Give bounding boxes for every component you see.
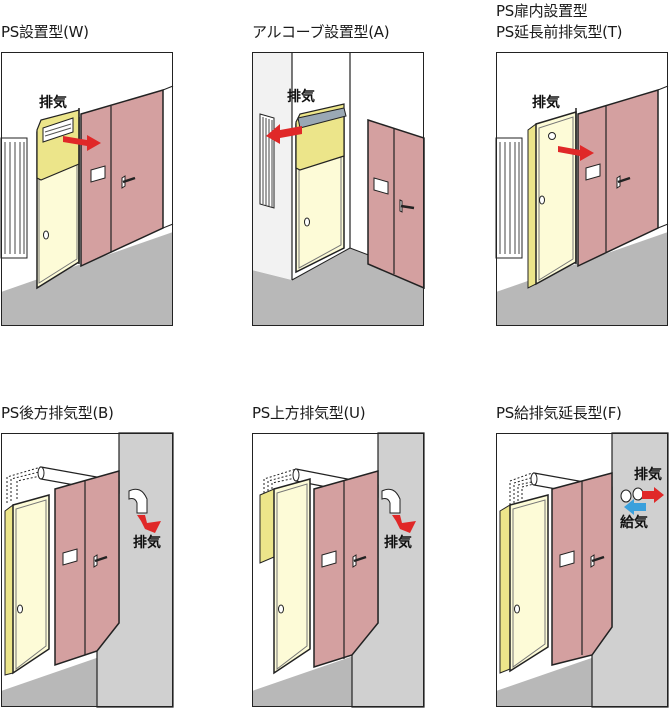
exhaust-arrow	[558, 145, 594, 161]
heater-unit	[499, 504, 511, 674]
exhaust-label: 排気	[287, 89, 315, 105]
exhaust-arrow	[266, 124, 302, 144]
ps-door	[12, 494, 50, 675]
exhaust-label: 排気	[384, 535, 412, 551]
alcove-hood	[297, 107, 347, 129]
title-ps-back-b: PS後方排気型(B)	[1, 404, 114, 422]
room-door	[54, 470, 120, 667]
panel-ps-w: 排気	[0, 52, 174, 326]
panel-ps-t: 排気	[495, 52, 669, 326]
exhaust-elbow	[128, 488, 148, 514]
exhaust-label: 排気	[133, 535, 161, 551]
diagram-ps-f	[496, 432, 669, 708]
exhaust-terminal	[632, 487, 644, 501]
intake-label: 給気	[620, 515, 648, 531]
panel-ps-b: 排気	[1, 432, 174, 708]
panel-alcove-a: 排気	[252, 52, 425, 326]
wall-grille	[495, 137, 523, 259]
exhaust-arrow	[63, 135, 101, 151]
exhaust-port	[548, 132, 556, 140]
title-ps-ext-f: PS給排気延長型(F)	[496, 404, 622, 422]
diagram-ps-t	[495, 52, 669, 326]
heater-unit	[4, 504, 14, 676]
panel-ps-u: 排気	[252, 432, 425, 708]
heater-unit	[259, 488, 275, 564]
intake-arrow	[624, 499, 646, 515]
panel-ps-f: 排気 給気	[496, 432, 669, 708]
exhaust-arrow	[137, 515, 161, 533]
intake-terminal	[620, 489, 632, 503]
diagram-ps-w	[0, 52, 174, 326]
room-door	[367, 118, 425, 290]
title-ps-up-u: PS上方排気型(U)	[252, 404, 366, 422]
exhaust-label: 排気	[532, 95, 560, 111]
wall-grille	[259, 113, 275, 209]
title-alcove-a: アルコーブ設置型(A)	[252, 23, 390, 41]
exhaust-elbow	[381, 488, 401, 514]
ps-door	[273, 478, 311, 675]
room-door	[313, 470, 379, 669]
exhaust-arrow	[392, 515, 416, 533]
heater-edge	[527, 123, 537, 289]
title-ps-door-inner: PS扉内設置型	[496, 2, 588, 20]
exhaust-label: 排気	[39, 95, 67, 111]
diagram-ps-u	[252, 432, 425, 708]
exhaust-arrow	[642, 487, 664, 503]
exhaust-label: 排気	[634, 467, 662, 483]
diagram-ps-b	[1, 432, 174, 708]
title-ps-w: PS設置型(W)	[1, 23, 89, 41]
ps-door	[509, 494, 549, 673]
wall-grille	[0, 137, 28, 259]
title-ps-front-t: PS延長前排気型(T)	[496, 23, 623, 41]
diagram-alcove-a	[252, 52, 425, 326]
